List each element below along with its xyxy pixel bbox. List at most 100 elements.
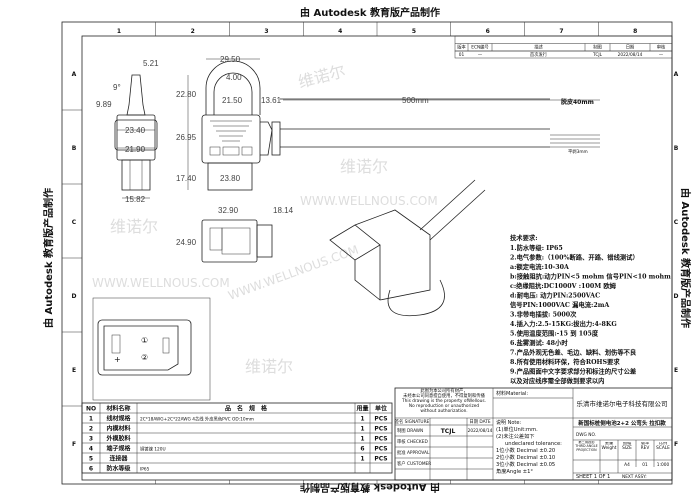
bom-cell: 6 — [89, 466, 93, 473]
note-line: undeclared tolerance: — [505, 441, 562, 447]
revision-cell: — — [659, 53, 664, 58]
note-line: (1)单位Unit:mm. — [496, 425, 538, 433]
dim-label: 17.40 — [176, 174, 197, 183]
weight-cell: 重量 Weight — [601, 442, 617, 451]
tech-requirement-line: 9.产品图面中文字要求部分和标注的尺寸公差 — [510, 367, 637, 376]
row-letter: A — [72, 71, 77, 78]
bom-cell: 1 — [360, 436, 364, 443]
tech-requirement-line: a:额定电流:10-30A — [510, 262, 569, 271]
bom-cell: PCS — [374, 416, 387, 423]
column-number: 2 — [191, 28, 195, 35]
banner-top: 由 Autodesk 教育版产品制作 — [300, 6, 440, 19]
bom-header: 材料名称 — [105, 405, 130, 413]
revision-header: 版本 — [457, 44, 466, 51]
dim-label: 13.61 — [261, 96, 282, 105]
tech-requirement-line: 2.电气参数:（100%断路、开路、错线测试） — [510, 253, 639, 262]
dim-label: 平剥3mm — [568, 148, 588, 155]
revision-cell: TCJL — [592, 52, 603, 58]
checked-label: 审核 CHECKED — [397, 438, 428, 445]
size-label: 图幅 SIZE — [622, 442, 632, 451]
bom-cell: PCS — [374, 456, 387, 463]
drawn-label: 制图 DRAWN — [397, 427, 423, 434]
dim-label: 22.80 — [176, 90, 197, 99]
sheet-label: SHEET 1 OF 1 — [576, 474, 610, 480]
dim-label: 4.00 — [226, 73, 242, 82]
bom-cell: 2C*18AWG+2C*22AWG 4芯线 外皮黑色PVC OD:10mm — [140, 416, 254, 423]
column-number: 6 — [486, 28, 490, 35]
material-label: 材料Material: — [496, 390, 528, 397]
notice-line: without authorization. — [420, 408, 467, 414]
signature-header: 签名 SIGNATURE — [395, 418, 430, 425]
tech-requirement-line: 7.产品外观无色差、毛边、缺料、划伤等不良 — [510, 348, 637, 357]
dim-label: 5.21 — [143, 59, 159, 68]
title-block: 此图为本公司所有财产， 未经本公司同意擅自使用，不得复制和传播 This dra… — [394, 387, 673, 481]
dim-label: 29.50 — [220, 55, 241, 64]
dim-label: 18.14 — [273, 206, 294, 215]
revision-header: 制图 — [593, 44, 602, 51]
bom-cell: 6 — [360, 446, 364, 453]
product-name: 新国标桩侧电池2+2 公弯头 拉扣款 — [578, 419, 666, 427]
dim-label: 23.80 — [220, 174, 241, 183]
size-cell: 图幅 SIZE — [622, 442, 632, 451]
revision-cell: 01 — [459, 52, 465, 58]
dim-label: 15.82 — [125, 195, 146, 204]
row-letter: D — [674, 293, 679, 300]
note-line: 1位小数 Decimal ±0.20 — [496, 446, 555, 454]
receptacle-detail: ① ② + — [92, 297, 211, 401]
tech-requirement-line: 信号PIN:1000VAC 漏电流:2mA — [510, 300, 609, 309]
revision-cell: 2022/08/14 — [618, 52, 643, 58]
column-number: 8 — [633, 28, 637, 35]
rev-label: 版本 REV — [640, 442, 650, 451]
scale-label: 比例 SCALE — [656, 442, 670, 451]
company-name: 乐清市维诺尔电子科技有限公司 — [577, 399, 668, 408]
dim-label: 32.90 — [218, 206, 239, 215]
next-assy-label: NEXT ASSY: — [622, 474, 647, 480]
dim-label: 500mm — [402, 96, 429, 105]
projection-cell: 第三角投影 THIRD ANGLE PROJECTION — [575, 441, 598, 451]
watermark: 维诺尔 — [245, 357, 293, 376]
bom-cell: 1 — [89, 416, 93, 423]
row-letter: F — [72, 441, 76, 448]
pin-label: ② — [141, 353, 148, 362]
watermark: WWW.WELLNOUS.COM — [92, 276, 230, 290]
approval-label: 批准 APPROVAL — [397, 449, 430, 456]
watermark: 维诺尔 — [110, 217, 158, 236]
customer-label: 客户 CUSTOMER — [397, 460, 431, 467]
dim-label: 24.90 — [176, 238, 197, 247]
revision-header: 审核 — [657, 44, 666, 51]
tech-requirement-line: c:绝缘阻抗:DC1000V :100M 欧姆 — [510, 281, 617, 290]
notice-line: This drawing is the property ofWellous. — [401, 398, 486, 404]
bom-cell: 1 — [360, 456, 364, 463]
bom-cell: 1 — [360, 426, 364, 433]
note-line: (2)未注公差如下 — [496, 432, 534, 440]
dim-label: 23.40 — [125, 126, 146, 135]
revision-header: 描述 — [534, 44, 543, 51]
drawn-by: TCJL — [441, 428, 456, 435]
rev-cell: 版本 REV — [640, 442, 650, 451]
size-value: A4 — [624, 462, 630, 468]
pin-label: ① — [141, 336, 148, 345]
bom-cell: IP65 — [140, 467, 150, 473]
watermark: 维诺尔 — [340, 157, 388, 176]
dwg-no-label: DWG NO. — [576, 432, 596, 438]
row-letter: C — [674, 219, 679, 226]
tech-requirement-line: 3.非带电插拔: 5000次 — [510, 310, 577, 319]
notice-line: 未经本公司同意擅自使用，不得复制和传播 — [403, 392, 485, 399]
dim-label: 26.95 — [176, 133, 197, 142]
note-line: 2位小数 Decimal ±0.10 — [496, 453, 555, 461]
tech-requirement-line: 6.盐雾测试: 48小时 — [510, 338, 568, 347]
row-letter: E — [72, 367, 76, 374]
rev-value: 01 — [642, 462, 648, 468]
bom-cell: 4 — [89, 446, 93, 453]
dim-label: 9.89 — [96, 100, 112, 109]
row-letter: B — [674, 145, 679, 152]
bom-header: 单位 — [375, 405, 387, 413]
watermark: 维诺尔 — [296, 61, 347, 92]
weight-label: 重量 Weight — [601, 442, 617, 451]
revision-header: 日期 — [626, 45, 635, 51]
bom-cell: 2 — [89, 426, 93, 433]
